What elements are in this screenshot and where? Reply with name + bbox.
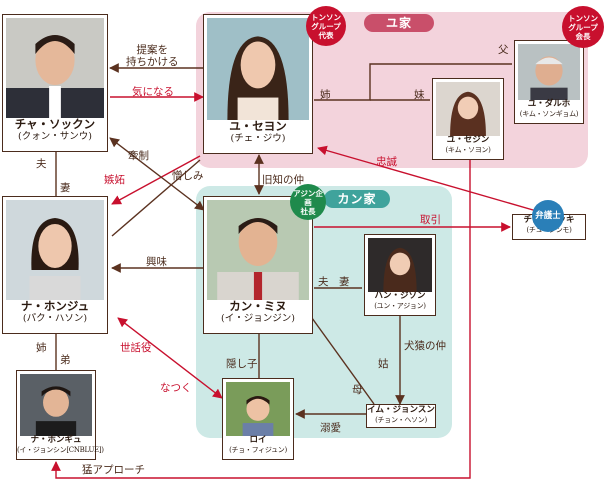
- line-father: [314, 63, 512, 101]
- portrait-roi: [226, 382, 290, 436]
- name-yu-seyeon: ユ・セヨン: [229, 119, 287, 133]
- card-cha-sokkun[interactable]: チャ・ソックン (クォン・サンウ): [2, 14, 108, 152]
- card-roi[interactable]: ロイ (チョ・フィジュン): [222, 378, 294, 460]
- portrait-yu-sejin: [436, 82, 500, 136]
- name-na-hongyu: ナ・ホンギュ: [30, 435, 82, 445]
- label-hatred: 憎しみ: [172, 170, 204, 182]
- label-loyalty: 忠誠: [376, 156, 397, 168]
- portrait-na-honju: [6, 200, 104, 300]
- portrait-yu-seyeon: [207, 18, 309, 120]
- portrait-cha-sokkun: [6, 18, 104, 118]
- portrait-kang-minu: [207, 200, 309, 300]
- actor-na-honju: (パク・ハソン): [22, 313, 88, 324]
- label-sister2: 姉: [36, 342, 47, 354]
- label-interest-red: 気になる: [132, 86, 174, 98]
- card-im-jonsun[interactable]: イム・ジョンスン (チョン・ヘソン): [366, 404, 436, 428]
- label-dote: 溺愛: [320, 422, 341, 434]
- actor-yu-seyeon: (チェ・ジウ): [230, 133, 286, 144]
- label-mother-in-law: 姑: [378, 358, 389, 370]
- label-jealousy: 嫉妬: [104, 174, 125, 186]
- card-yu-seyeon[interactable]: ユ・セヨン (チェ・ジウ): [203, 14, 313, 154]
- actor-im-jonsun: (チョン・ヘソン): [375, 416, 427, 424]
- name-han-jison: ハン・ジソン: [374, 291, 426, 301]
- actor-kang-minu: (イ・ジョンジン): [221, 313, 295, 324]
- card-kang-minu[interactable]: カン・ミヌ (イ・ジョンジン): [203, 196, 313, 334]
- card-han-jison[interactable]: ハン・ジソン (ユン・アジョン): [364, 234, 436, 316]
- portrait-na-hongyu: [20, 374, 92, 436]
- kang-family-header: カン家: [324, 190, 390, 208]
- label-deal: 取引: [420, 214, 441, 226]
- label-brother: 弟: [60, 354, 71, 366]
- portrait-yu-dalho: [518, 44, 580, 100]
- label-father: 父: [498, 44, 509, 56]
- card-na-honju[interactable]: ナ・ホンジュ (パク・ハソン): [2, 196, 108, 334]
- name-na-honju: ナ・ホンジュ: [20, 299, 90, 313]
- name-cha-sokkun: チャ・ソックン: [14, 117, 96, 131]
- name-kang-minu: カン・ミヌ: [229, 299, 287, 313]
- label-interest: 興味: [146, 256, 167, 268]
- name-yu-dalho: ユ・ダルホ: [527, 99, 571, 109]
- label-caretaker: 世話役: [120, 342, 152, 354]
- name-roi: ロイ: [249, 435, 267, 445]
- actor-roi: (チョ・フィジュン): [229, 446, 287, 454]
- actor-cha-sokkun: (クォン・サンウ): [18, 131, 92, 142]
- name-im-jonsun: イム・ジョンスン: [367, 405, 435, 415]
- yu-family-header: ユ家: [364, 14, 434, 32]
- label-acquainted: 旧知の仲: [262, 174, 304, 186]
- line-pursuit: [51, 160, 471, 479]
- label-mother: 母: [352, 384, 363, 396]
- line-mother: [311, 317, 375, 405]
- label-older-sister: 姉: [320, 89, 331, 101]
- line-hatred: [111, 159, 201, 237]
- label-pursuit: 猛アプローチ: [82, 464, 145, 476]
- label-younger-sister: 妹: [414, 89, 425, 101]
- card-yu-sejin[interactable]: ユ・セジン (キム・ソヨン): [432, 78, 504, 160]
- actor-na-hongyu: (イ・ジョンシン[CNBLUE]): [17, 446, 104, 454]
- actor-han-jison: (ユン・アジョン): [374, 302, 426, 310]
- label-enemies: 犬猿の仲: [404, 340, 446, 352]
- actor-yu-dalho: (キム・ソンギョム): [519, 110, 579, 118]
- label-attached: なつく: [160, 382, 192, 394]
- badge-lawyer: 弁護士: [532, 200, 564, 232]
- label-couple: 夫 妻: [318, 276, 350, 288]
- label-husband: 夫: [36, 158, 47, 170]
- badge-seyeon-role: トンソン グループ 代表: [306, 6, 346, 46]
- badge-dalho-role: トンソン グループ 会長: [562, 6, 604, 48]
- badge-minu-role: アジン企画 社長: [290, 184, 326, 220]
- label-restraint: 牽制: [128, 150, 149, 162]
- line-caretaker: [117, 317, 223, 399]
- label-proposal: 提案を 持ちかける: [126, 44, 179, 68]
- line-loyalty: [317, 145, 541, 213]
- label-hidden-child: 隠し子: [226, 358, 258, 370]
- line-restraint: [109, 137, 205, 211]
- card-na-hongyu[interactable]: ナ・ホンギュ (イ・ジョンシン[CNBLUE]): [16, 370, 104, 460]
- name-yu-sejin: ユ・セジン: [446, 135, 490, 145]
- card-yu-dalho[interactable]: ユ・ダルホ (キム・ソンギョム): [514, 40, 584, 124]
- label-wife: 妻: [60, 182, 71, 194]
- actor-yu-sejin: (キム・ソヨン): [445, 146, 491, 154]
- portrait-han-jison: [368, 238, 432, 292]
